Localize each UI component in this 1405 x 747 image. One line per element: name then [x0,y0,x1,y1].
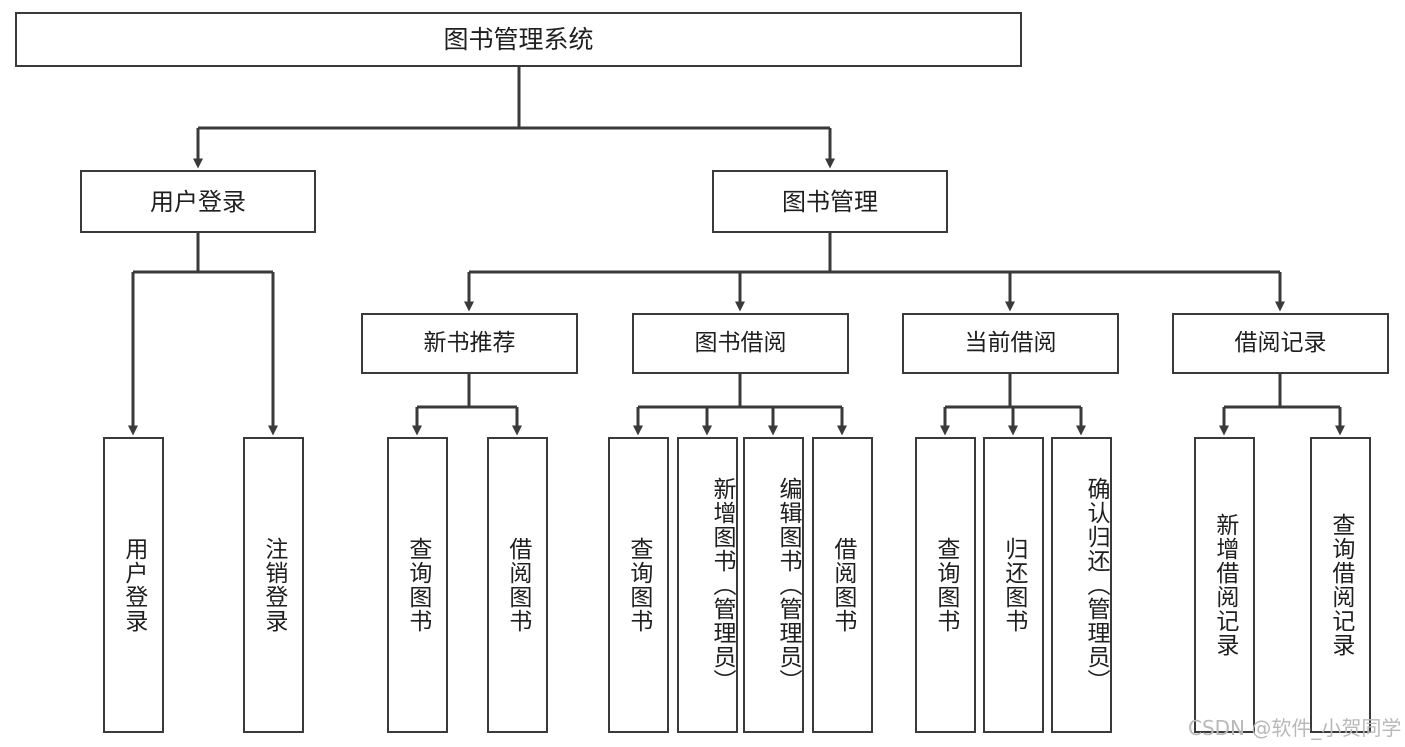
leaf-label: 查询图书 [625,537,652,633]
node-user-login[interactable]: 用户登录 [80,170,316,233]
leaf-query-borrow-record[interactable]: 查询借阅记录 [1310,437,1371,733]
node-current-borrow[interactable]: 当前借阅 [902,313,1119,374]
leaf-label: 归还图书 [1000,537,1027,633]
node-book-borrow[interactable]: 图书借阅 [632,313,849,374]
leaf-label: 确认归还（管理员） [1083,477,1109,693]
leaf-label: 注销登录 [260,537,287,633]
leaf-logout[interactable]: 注销登录 [243,437,304,733]
leaf-borrow-book-new-recommend[interactable]: 借阅图书 [487,437,548,733]
leaf-query-book-new-recommend[interactable]: 查询图书 [387,437,448,733]
leaf-label: 借阅图书 [829,537,856,633]
leaf-add-book-admin[interactable]: 新增图书（管理员） [677,437,738,733]
leaf-return-book[interactable]: 归还图书 [983,437,1044,733]
leaf-query-book-borrow[interactable]: 查询图书 [608,437,669,733]
leaf-label: 用户登录 [120,537,147,633]
leaf-confirm-return-admin[interactable]: 确认归还（管理员） [1051,437,1112,733]
leaf-label: 新增图书（管理员） [709,477,735,693]
leaf-query-book-current[interactable]: 查询图书 [915,437,976,733]
node-root-book-management-system[interactable]: 图书管理系统 [15,12,1022,67]
leaf-label: 查询图书 [932,537,959,633]
watermark: CSDN @软件_小贺同学 [1188,716,1402,740]
node-borrow-record[interactable]: 借阅记录 [1172,313,1389,374]
leaf-user-login[interactable]: 用户登录 [103,437,164,733]
leaf-label: 新增借阅记录 [1211,513,1238,657]
leaf-add-borrow-record[interactable]: 新增借阅记录 [1194,437,1255,733]
node-new-book-recommend[interactable]: 新书推荐 [361,313,578,374]
leaf-edit-book-admin[interactable]: 编辑图书（管理员） [743,437,804,733]
leaf-label: 编辑图书（管理员） [775,477,801,693]
leaf-label: 借阅图书 [504,537,531,633]
leaf-label: 查询借阅记录 [1327,513,1354,657]
node-book-management[interactable]: 图书管理 [712,170,948,233]
leaf-label: 查询图书 [404,537,431,633]
leaf-borrow-book[interactable]: 借阅图书 [812,437,873,733]
